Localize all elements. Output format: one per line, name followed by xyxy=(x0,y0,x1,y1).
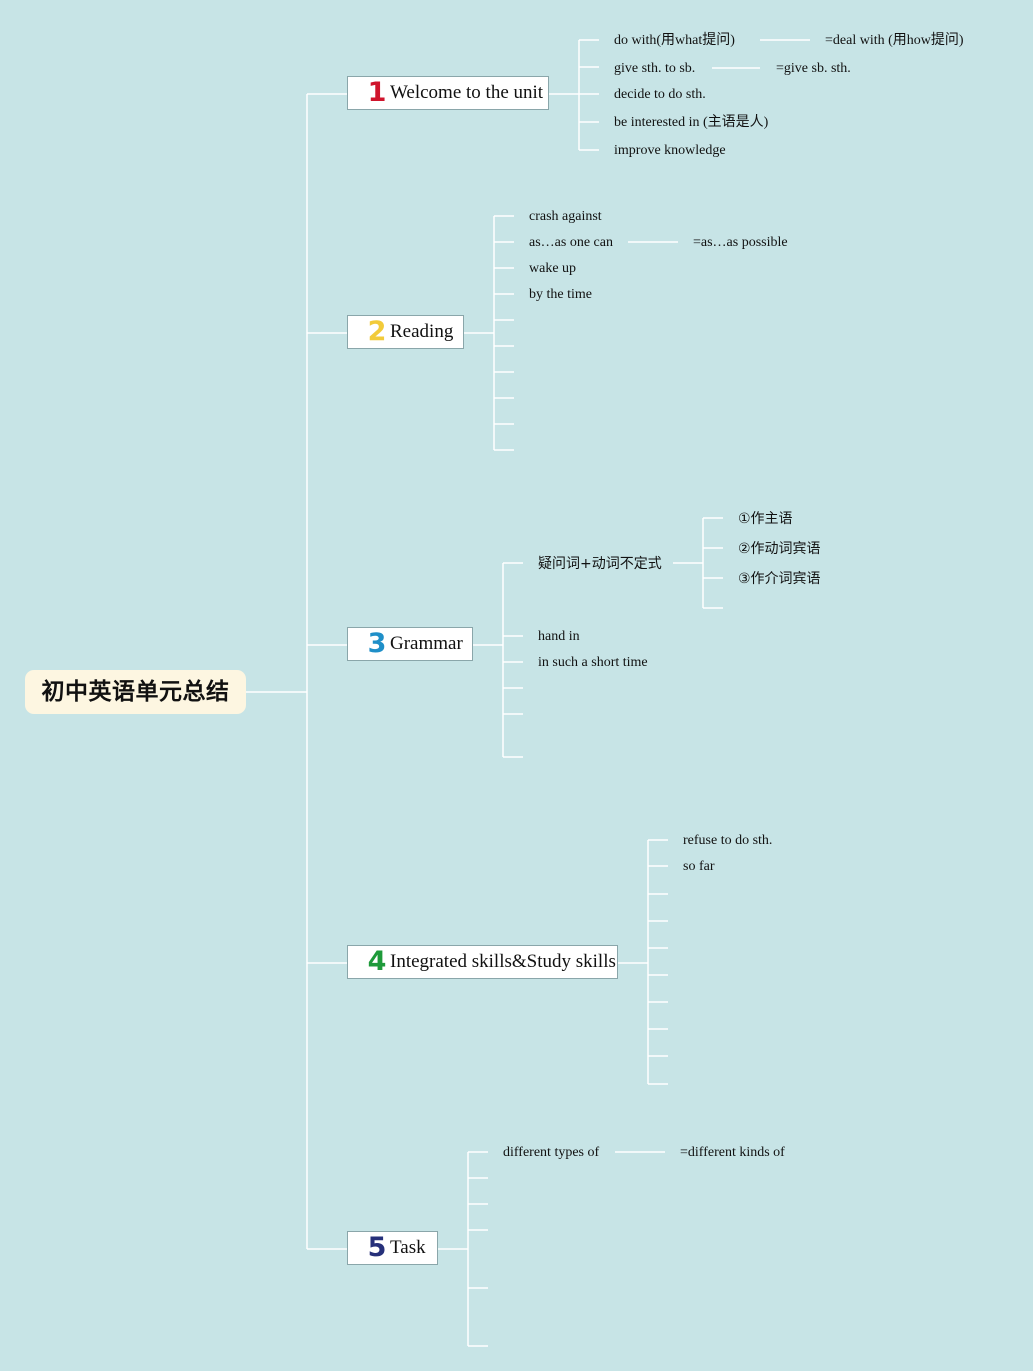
phrase-deal-with[interactable]: =deal with (用how提问) xyxy=(825,33,964,48)
topic-question-word-infinitive[interactable]: 疑问词+动词不定式 xyxy=(538,556,662,572)
phrase-by-the-time[interactable]: by the time xyxy=(529,287,592,302)
phrase-different-kinds-of[interactable]: =different kinds of xyxy=(680,1145,785,1160)
phrase-do-with[interactable]: do with(用what提问) xyxy=(614,33,735,48)
section-label: Task xyxy=(390,1237,426,1258)
phrase-refuse-to-do[interactable]: refuse to do sth. xyxy=(683,833,773,848)
section-grammar[interactable]: 3 Grammar xyxy=(347,627,473,661)
phrase-decide-to-do[interactable]: decide to do sth. xyxy=(614,87,706,102)
phrase-as-as-one-can[interactable]: as…as one can xyxy=(529,235,613,250)
usage-as-verb-object[interactable]: ②作动词宾语 xyxy=(738,541,821,557)
root-topic[interactable]: 初中英语单元总结 xyxy=(25,670,246,714)
phrase-give-sth-to-sb[interactable]: give sth. to sb. xyxy=(614,61,696,76)
phrase-so-far[interactable]: so far xyxy=(683,859,715,874)
section-integrated-skills[interactable]: 4 Integrated skills&Study skills xyxy=(347,945,618,979)
phrase-wake-up[interactable]: wake up xyxy=(529,261,577,276)
section-welcome-to-the-unit[interactable]: 1 Welcome to the unit xyxy=(347,76,549,110)
phrase-improve-knowledge[interactable]: improve knowledge xyxy=(614,143,726,158)
section-reading[interactable]: 2 Reading xyxy=(347,315,464,349)
section-number-1: 1 xyxy=(367,77,387,108)
phrase-in-such-a-short-time[interactable]: in such a short time xyxy=(538,655,648,670)
section-number-3: 3 xyxy=(367,628,387,659)
section-label: Welcome to the unit xyxy=(390,82,544,103)
phrase-as-as-possible[interactable]: =as…as possible xyxy=(693,235,788,250)
section-number-2: 2 xyxy=(367,316,387,347)
section-label: Grammar xyxy=(390,633,463,654)
phrase-be-interested-in[interactable]: be interested in (主语是人) xyxy=(614,115,769,130)
phrase-hand-in[interactable]: hand in xyxy=(538,629,580,644)
section-number-5: 5 xyxy=(367,1232,387,1263)
phrase-crash-against[interactable]: crash against xyxy=(529,209,602,224)
usage-as-subject[interactable]: ①作主语 xyxy=(738,511,793,527)
section-label: Reading xyxy=(390,321,454,342)
phrase-give-sb-sth[interactable]: =give sb. sth. xyxy=(776,61,851,76)
section-number-4: 4 xyxy=(367,946,387,977)
usage-as-preposition-object[interactable]: ③作介词宾语 xyxy=(738,571,821,587)
section-label: Integrated skills&Study skills xyxy=(390,951,616,972)
phrase-different-types-of[interactable]: different types of xyxy=(503,1145,600,1160)
section-task[interactable]: 5 Task xyxy=(347,1231,438,1265)
